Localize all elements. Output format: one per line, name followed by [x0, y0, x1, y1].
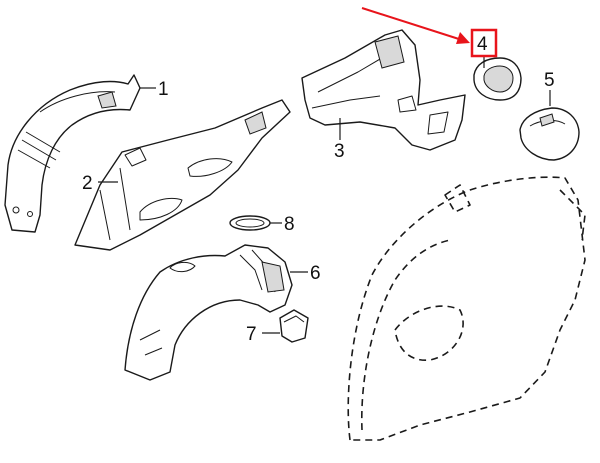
- callout-1: 1: [158, 79, 169, 100]
- callout-2: 2: [82, 173, 93, 194]
- callout-labels: 1 2 3 4 5 6 7 8: [82, 34, 555, 345]
- callout-4-highlight-box: [470, 28, 498, 58]
- callout-8: 8: [284, 214, 295, 235]
- callout-5: 5: [544, 70, 555, 91]
- leader-lines: [98, 56, 551, 334]
- part-5-fuel-filler-door: [519, 107, 580, 161]
- callout-6: 6: [310, 263, 321, 284]
- callout-4: 4: [477, 34, 488, 55]
- part-6-inner-wheelhouse: [124, 244, 293, 381]
- highlight-arrow: [361, 7, 470, 44]
- body-ghost-outline: [347, 176, 586, 441]
- callout-7: 7: [246, 324, 257, 345]
- callout-3: 3: [334, 141, 345, 162]
- part-2-quarter-inner-panel: [74, 99, 291, 251]
- part-4-fuel-door-housing: [473, 57, 522, 101]
- part-3-quarter-panel-section: [301, 29, 466, 151]
- part-8-seal-ring: [229, 215, 271, 231]
- part-7-bracket: [279, 309, 309, 343]
- part-1-wheelhouse-liner: [4, 74, 141, 233]
